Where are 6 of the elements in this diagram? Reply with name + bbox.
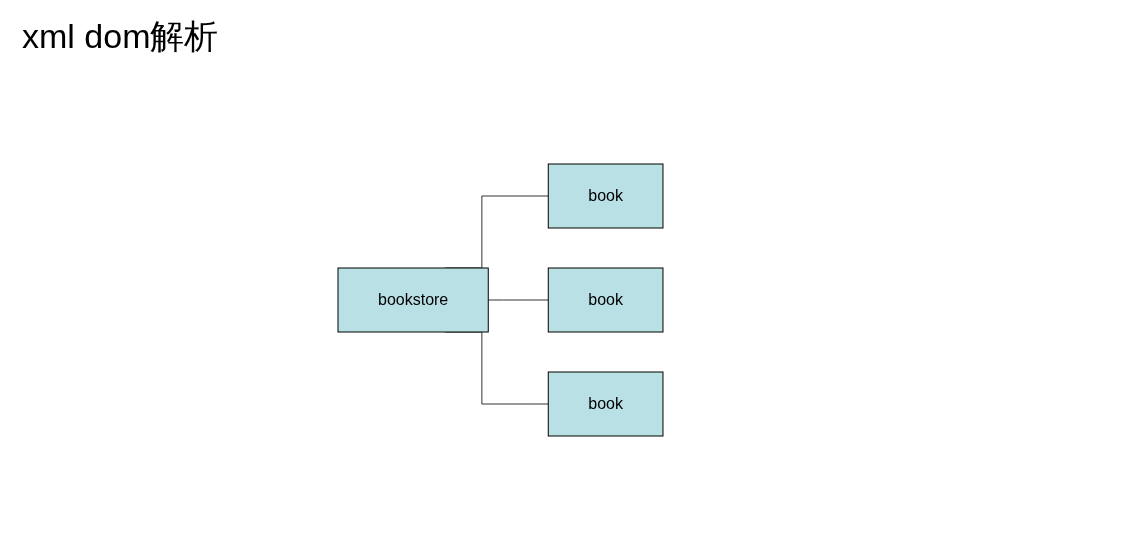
connector: [487, 299, 549, 301]
node-box: book: [547, 371, 663, 437]
node-box: book: [547, 163, 663, 229]
node-box: book: [547, 267, 663, 333]
node-box: bookstore: [337, 267, 489, 333]
diagram-title: xml dom解析: [22, 16, 219, 57]
